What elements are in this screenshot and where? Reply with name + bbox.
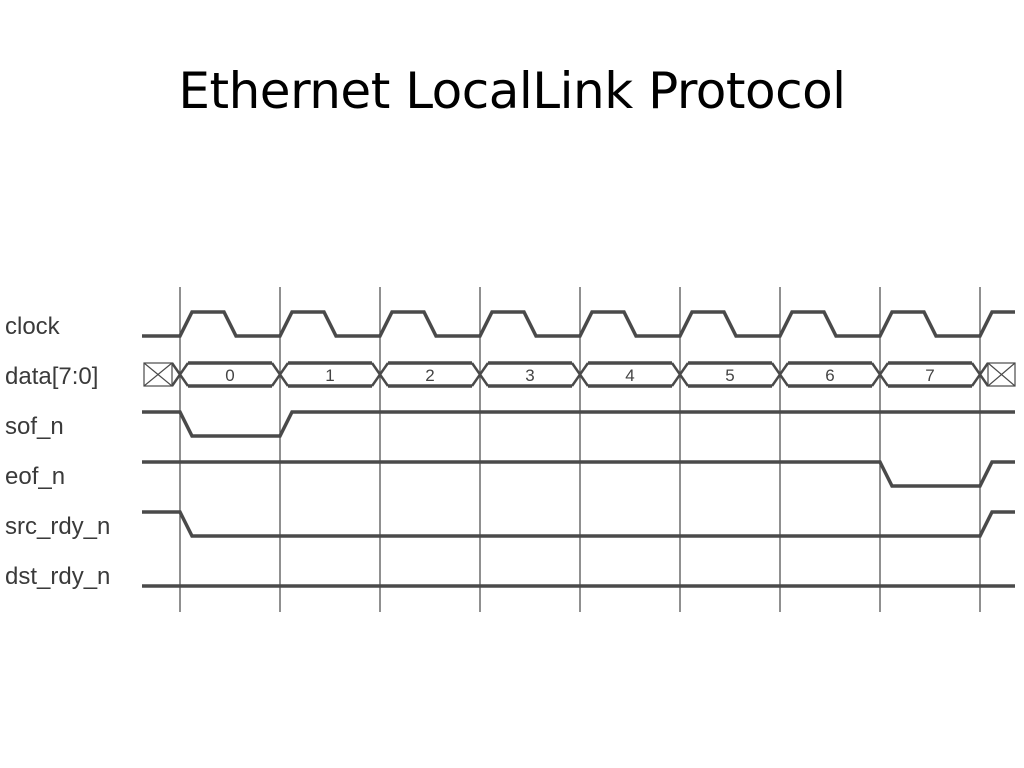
data-transition: [270, 362, 290, 387]
signal-label-dst_rdy_n: dst_rdy_n: [5, 563, 110, 590]
signal-label-sof_n: sof_n: [5, 413, 64, 440]
data-dontcare-cross: [987, 362, 1016, 387]
waveforms: 0 1 2 3 4 5 6 7: [142, 310, 1016, 588]
signal-labels: clock data[7:0] sof_n eof_n src_rdy_n dst_rdy…: [5, 313, 110, 590]
data-transition: [870, 362, 890, 387]
eof-n-wave: [142, 460, 1015, 488]
data-transition: [570, 362, 590, 387]
data-transition: [470, 362, 490, 387]
data-value-1: 1: [325, 366, 334, 385]
data-value-4: 4: [625, 366, 634, 385]
signal-label-eof_n: eof_n: [5, 463, 65, 490]
signal-label-data: data[7:0]: [5, 363, 98, 390]
signal-label-clock: clock: [5, 313, 61, 340]
data-transition: [170, 362, 190, 387]
data-value-5: 5: [725, 366, 734, 385]
data-value-6: 6: [825, 366, 834, 385]
signal-label-src_rdy_n: src_rdy_n: [5, 513, 110, 540]
data-dontcare-cross: [143, 362, 173, 387]
data-transition: [370, 362, 390, 387]
data-transition: [670, 362, 690, 387]
data-dontcare-start: [143, 362, 173, 387]
slide-title: Ethernet LocalLink Protocol: [178, 62, 846, 120]
clock-wave: [142, 310, 1015, 338]
src-rdy-n-wave: [142, 510, 1015, 538]
data-value-3: 3: [525, 366, 534, 385]
data-transition: [770, 362, 790, 387]
data-value-7: 7: [925, 366, 934, 385]
sof-n-wave: [142, 410, 1015, 438]
data-transition: [970, 362, 990, 387]
data-dontcare-end: [987, 362, 1016, 387]
data-value-2: 2: [425, 366, 434, 385]
data-value-0: 0: [225, 366, 234, 385]
cycle-gridlines: [179, 287, 981, 612]
